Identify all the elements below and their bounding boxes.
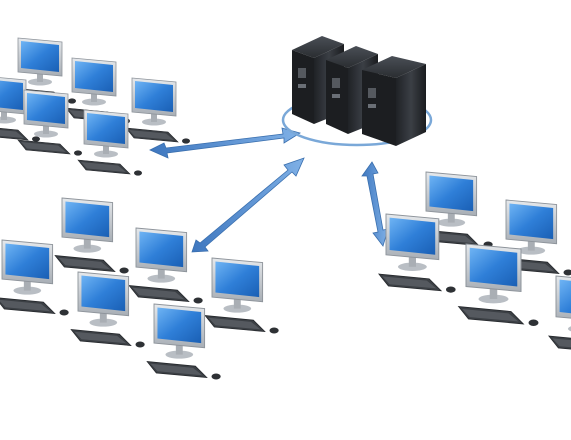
desktop-workstation-icon [125, 77, 190, 144]
mouse-icon [182, 138, 190, 144]
mouse-icon [32, 136, 40, 142]
workstation-group-right [377, 171, 571, 350]
server-rack-icon [362, 56, 426, 146]
keyboard-icon [77, 159, 131, 175]
desktop-workstation-icon [128, 227, 203, 304]
workstation-group-top-left [0, 37, 190, 176]
keyboard-icon [54, 255, 116, 273]
server-cluster [281, 36, 433, 147]
mouse-icon [134, 170, 142, 176]
keyboard-icon [146, 361, 208, 379]
desktop-workstation-icon [0, 77, 40, 142]
desktop-workstation-icon [547, 275, 571, 350]
network-arrow-icon [361, 161, 389, 247]
keyboard-icon [457, 306, 525, 325]
mouse-icon [193, 297, 203, 304]
desktop-workstation-icon [0, 239, 69, 316]
desktop-workstation-icon [70, 271, 145, 348]
keyboard-icon [70, 329, 132, 347]
keyboard-icon [128, 285, 190, 303]
mouse-icon [135, 341, 145, 348]
desktop-workstation-icon [457, 243, 539, 326]
mouse-icon [563, 269, 571, 276]
mouse-icon [269, 327, 279, 334]
mouse-icon [119, 267, 129, 274]
desktop-workstation-icon [418, 171, 493, 248]
network-arrows [149, 127, 389, 253]
desktop-workstation-icon [377, 213, 456, 293]
network-arrow-icon [149, 127, 301, 159]
desktop-workstation-icon [17, 89, 82, 156]
desktop-workstation-icon [146, 303, 221, 380]
network-arrow-icon [191, 157, 305, 253]
keyboard-icon [204, 315, 266, 333]
keyboard-icon [0, 127, 29, 141]
keyboard-icon [17, 139, 71, 155]
desktop-workstation-icon [77, 109, 142, 176]
mouse-icon [528, 319, 539, 326]
keyboard-icon [125, 127, 179, 143]
mouse-icon [211, 373, 221, 380]
keyboard-icon [0, 297, 56, 315]
desktop-workstation-icon [204, 257, 279, 334]
workstation-group-bottom-left [0, 197, 279, 380]
keyboard-icon [377, 273, 443, 292]
desktop-workstation-icon [54, 197, 129, 274]
mouse-icon [446, 286, 456, 293]
keyboard-icon [547, 335, 571, 350]
mouse-icon [68, 98, 76, 104]
mouse-icon [59, 309, 69, 316]
mouse-icon [74, 150, 82, 156]
